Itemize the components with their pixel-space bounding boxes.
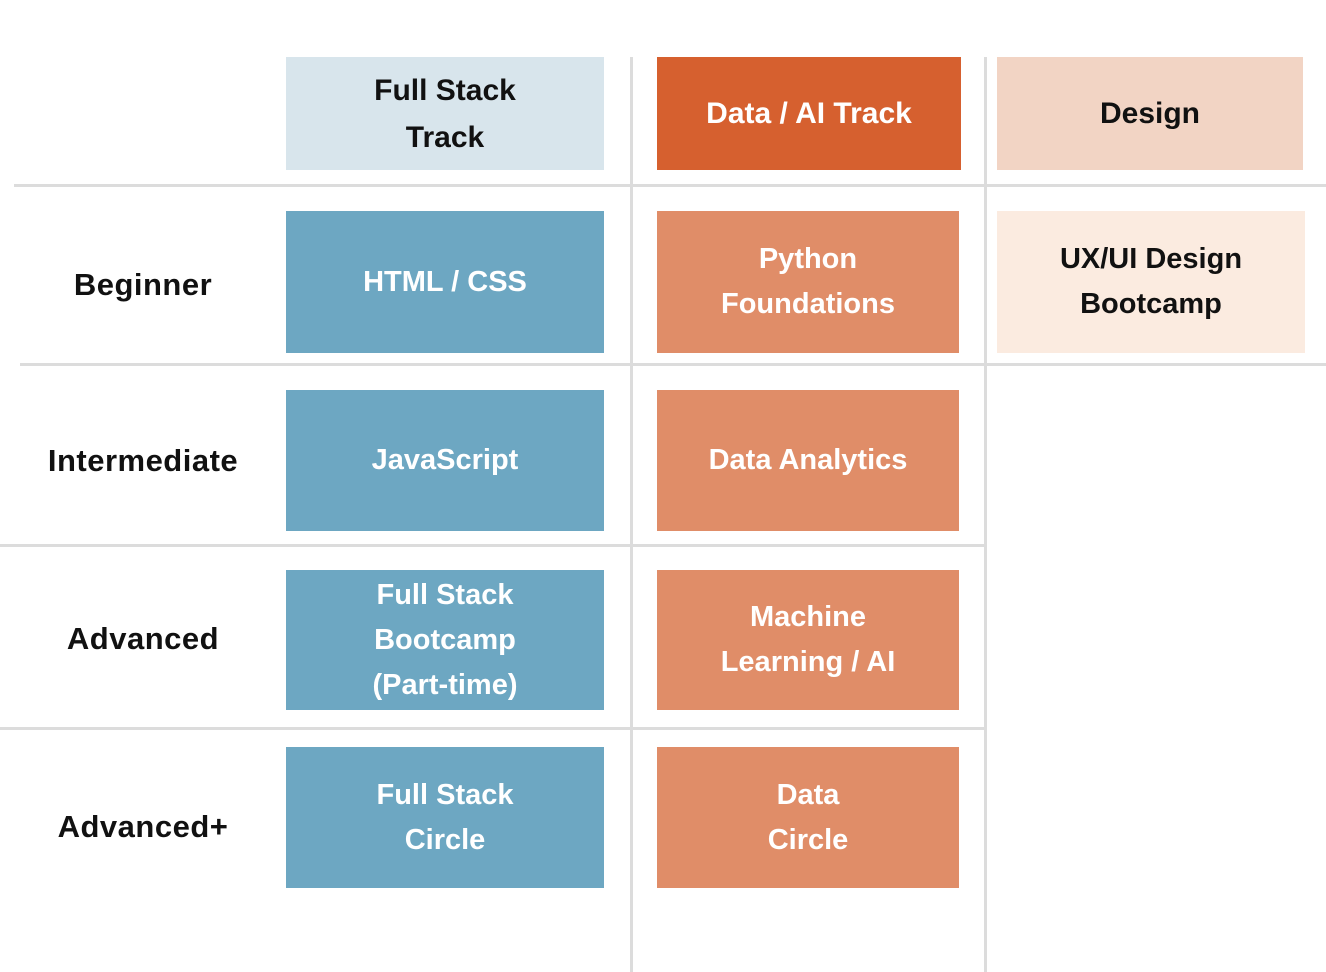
row-label-intermediate: Intermediate xyxy=(47,443,239,478)
course-box-full-stack-bootcamp-label: Full Stack Bootcamp (Part-time) xyxy=(372,578,518,701)
header-full-stack-track-label: Full Stack Track xyxy=(374,73,516,154)
grid-hline-beginner xyxy=(20,363,1326,366)
grid-hline-header xyxy=(14,184,1326,187)
course-box-uxui-design-bootcamp: UX/UI Design Bootcamp xyxy=(997,211,1305,353)
header-data-ai-track-label: Data / AI Track xyxy=(706,97,912,130)
grid-vline-fullstack-data xyxy=(630,57,633,972)
grid-hline-intermediate xyxy=(0,544,985,547)
course-box-data-circle-label: Data Circle xyxy=(767,778,849,856)
course-box-full-stack-bootcamp: Full Stack Bootcamp (Part-time) xyxy=(286,570,604,710)
grid-vline-data-design xyxy=(984,57,987,972)
course-box-data-analytics: Data Analytics xyxy=(657,390,959,531)
row-label-advanced: Advanced xyxy=(66,621,220,656)
course-box-full-stack-circle-label: Full Stack Circle xyxy=(376,778,514,856)
course-box-javascript: JavaScript xyxy=(286,390,604,531)
row-label-beginner: Beginner xyxy=(73,267,213,302)
row-label-advanced-plus: Advanced+ xyxy=(57,809,229,844)
header-data-ai-track: Data / AI Track xyxy=(657,57,961,170)
course-box-machine-learning-ai: Machine Learning / AI xyxy=(657,570,959,710)
header-design: Design xyxy=(997,57,1303,170)
course-box-html-css-label: HTML / CSS xyxy=(363,265,527,298)
course-box-machine-learning-ai-label: Machine Learning / AI xyxy=(720,601,896,678)
course-box-full-stack-circle: Full Stack Circle xyxy=(286,747,604,888)
course-box-data-analytics-label: Data Analytics xyxy=(708,444,908,476)
header-design-label: Design xyxy=(1099,97,1201,130)
course-box-python-foundations: Python Foundations xyxy=(657,211,959,353)
header-full-stack-track: Full Stack Track xyxy=(286,57,604,170)
course-box-javascript-label: JavaScript xyxy=(371,444,519,476)
course-box-uxui-design-bootcamp-label: UX/UI Design Bootcamp xyxy=(1059,243,1243,320)
course-box-html-css: HTML / CSS xyxy=(286,211,604,353)
grid-hline-advanced xyxy=(0,727,985,730)
course-box-data-circle: Data Circle xyxy=(657,747,959,888)
course-box-python-foundations-label: Python Foundations xyxy=(721,243,895,320)
